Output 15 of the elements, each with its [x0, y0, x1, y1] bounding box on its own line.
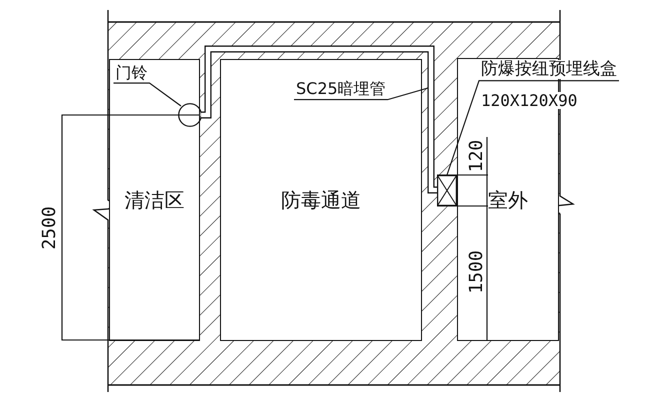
room-label: 室外 [488, 188, 528, 210]
callout-text: SC25暗埋管 [296, 80, 386, 98]
dimension-text: 1500 [467, 250, 487, 294]
leader-line [294, 87, 428, 100]
room-outline [220, 59, 422, 341]
callout-text: 门铃 [116, 64, 148, 82]
dimension-text: 120 [467, 140, 487, 172]
room-outline [109, 59, 200, 341]
leader-line [114, 82, 182, 106]
room-label: 清洁区 [124, 189, 184, 211]
room-label: 防毒通道 [281, 189, 361, 211]
leader-line [446, 80, 619, 176]
dimension-text: 2500 [40, 206, 60, 250]
callout-text: 防爆按纽预埋线盒 [481, 60, 617, 79]
junction-box-symbol [437, 175, 457, 206]
